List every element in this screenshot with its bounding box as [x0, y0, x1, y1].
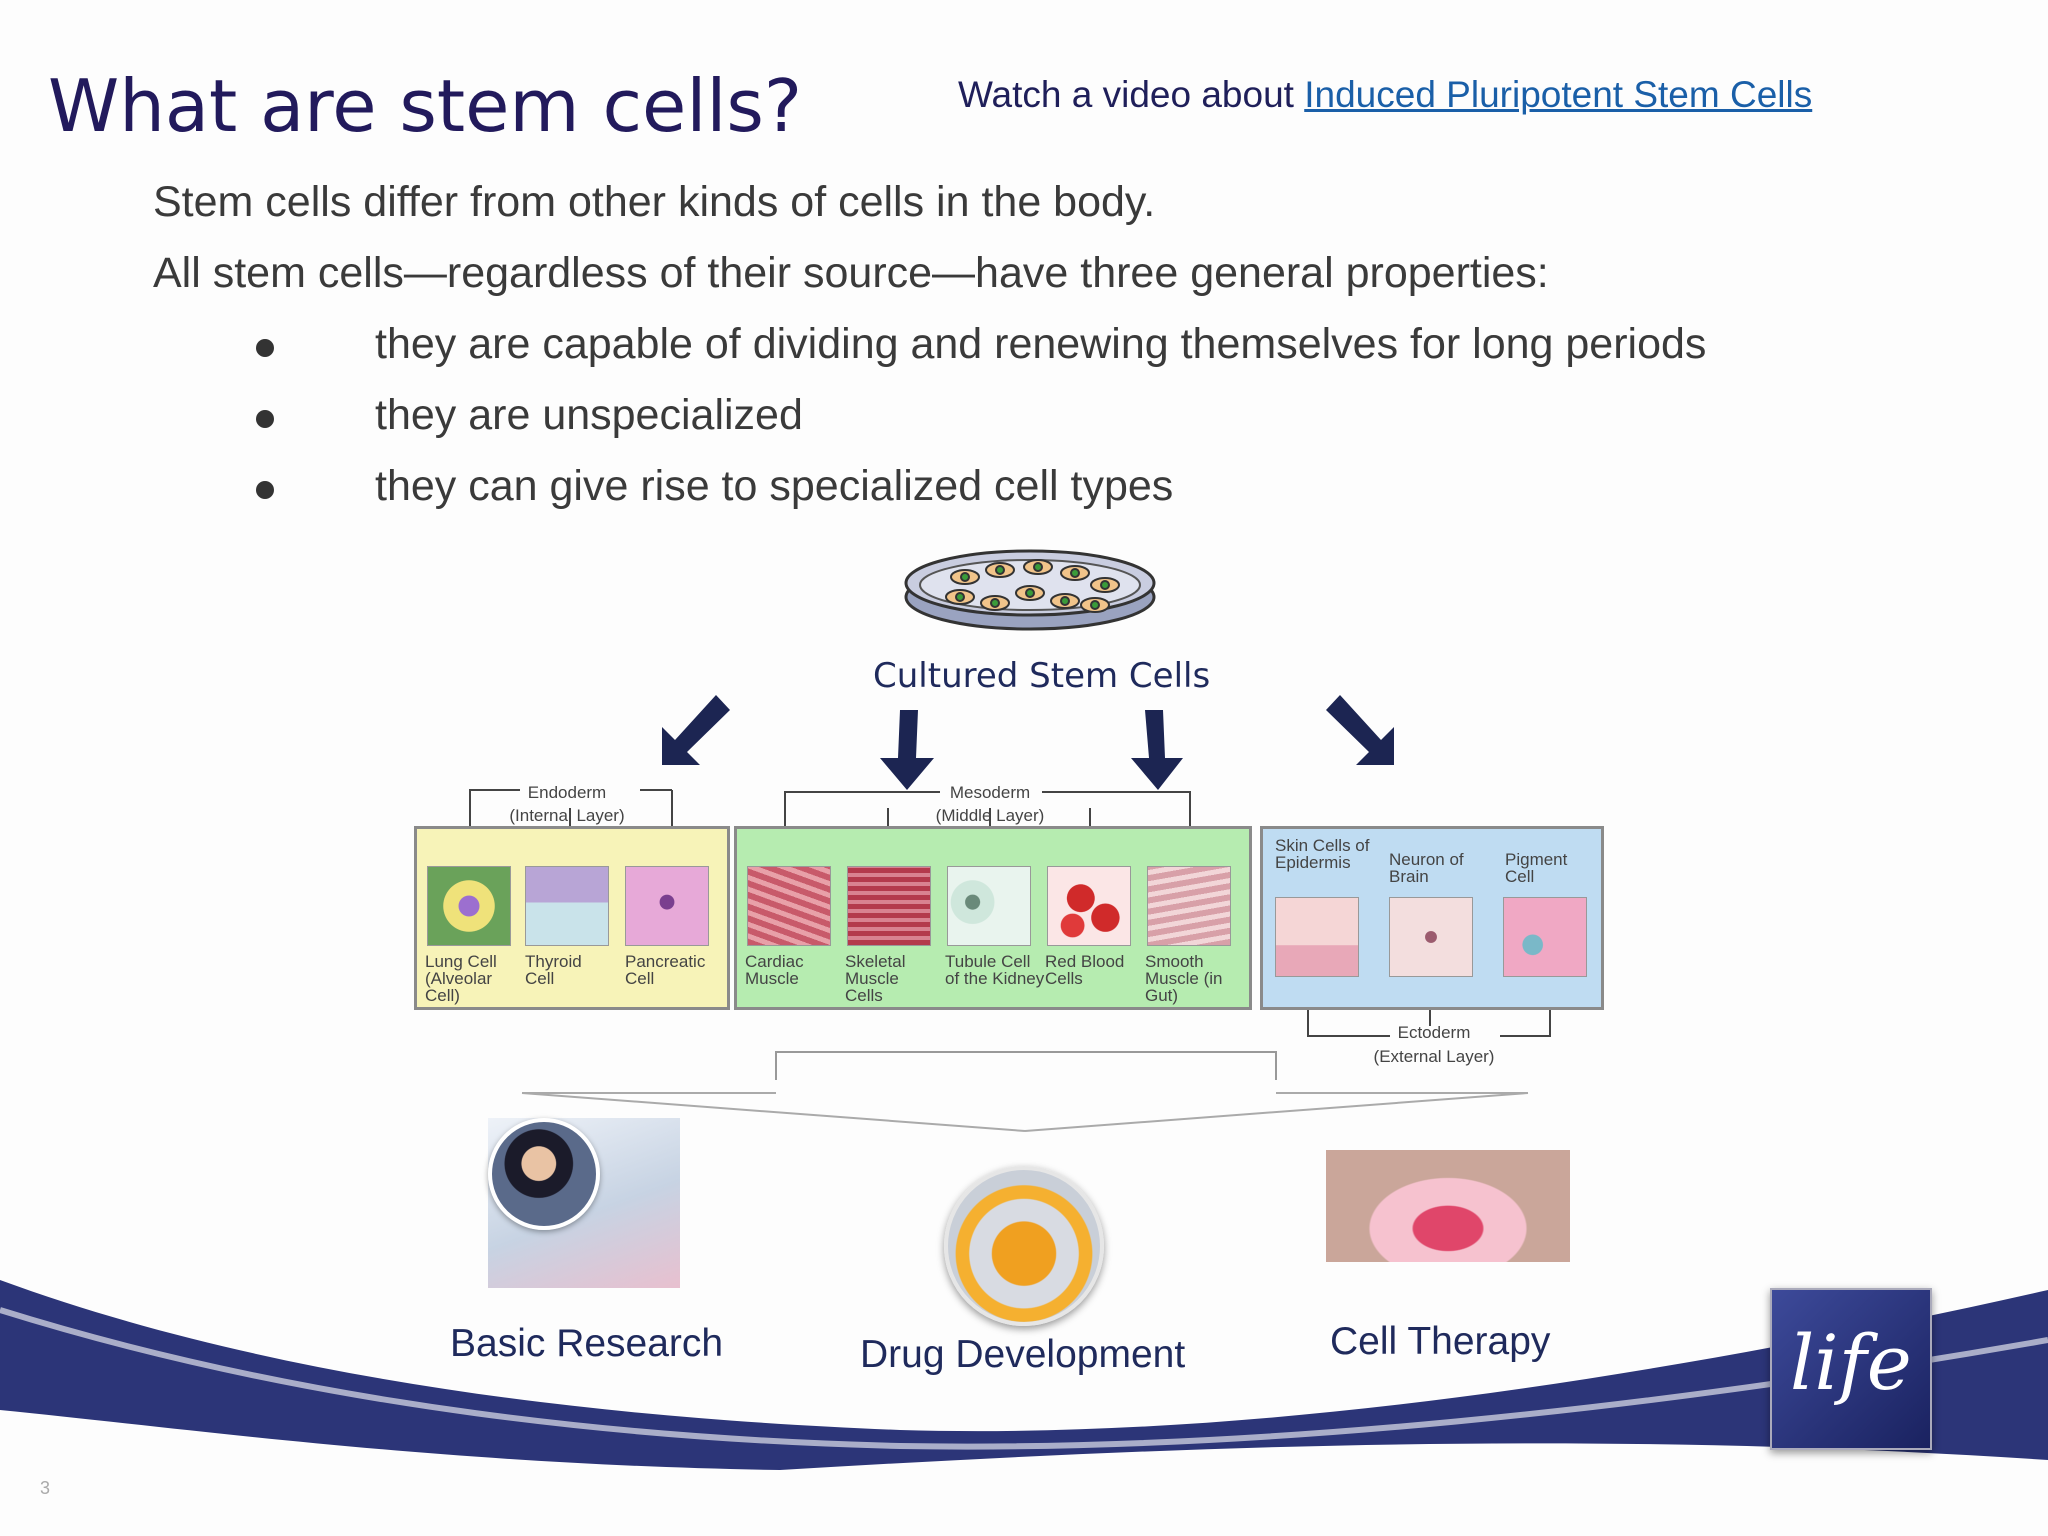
page-number: 3: [40, 1478, 51, 1498]
video-link[interactable]: Induced Pluripotent Stem Cells: [1304, 74, 1813, 115]
neuron-image: [1389, 897, 1473, 977]
skeletal-muscle-image: [847, 866, 931, 946]
intro-line-2: All stem cells—regardless of their sourc…: [153, 249, 1549, 297]
ectoderm-title: Ectoderm: [1397, 1023, 1471, 1042]
kidney-tubule-cell-image: [947, 866, 1031, 946]
endoderm-title: Endoderm: [527, 783, 607, 802]
slide-title: What are stem cells?: [48, 64, 803, 148]
cardiac-muscle-image: [747, 866, 831, 946]
arrow-right-icon: [1326, 695, 1394, 765]
bullet-dot: [256, 410, 274, 428]
basic-research-image: [488, 1118, 680, 1288]
cultured-stem-cells-label: Cultured Stem Cells: [873, 656, 1211, 696]
mesoderm-sub: (Middle Layer): [935, 806, 1045, 825]
arrows: [662, 695, 1394, 790]
cell-label: Thyroid Cell: [525, 952, 582, 988]
logo-text: life: [1790, 1318, 1912, 1407]
cell-label: Smooth Muscle (in Gut): [1145, 952, 1223, 1005]
smooth-muscle-image: [1147, 866, 1231, 946]
video-prefix: Watch a video about: [958, 74, 1305, 115]
funnel-lines: [521, 1092, 1529, 1132]
endoderm-sub: (Internal Layer): [509, 806, 625, 825]
cell-label: Red Blood Cells: [1045, 952, 1125, 988]
bullet-3: they can give rise to specialized cell t…: [375, 462, 1174, 510]
cell-label: Pigment Cell: [1505, 850, 1568, 886]
video-line: Watch a video about Induced Pluripotent …: [958, 74, 1812, 116]
bullet-dot: [256, 339, 274, 357]
bullet-dot: [256, 481, 274, 499]
cell-therapy-label: Cell Therapy: [1330, 1320, 1551, 1363]
red-blood-cells-image: [1047, 866, 1131, 946]
arrow-left-icon: [662, 695, 730, 765]
basic-research-label: Basic Research: [450, 1322, 724, 1365]
arrow-down-icon: [880, 710, 934, 790]
petri-dish-icon: [904, 549, 1156, 631]
lung-cell-image: [427, 866, 511, 946]
pancreatic-cell-image: [625, 866, 709, 946]
mesoderm-title: Mesoderm: [949, 783, 1031, 802]
bullet-1: they are capable of dividing and renewin…: [375, 320, 1707, 368]
arrow-down-icon: [1131, 710, 1183, 790]
bottom-banner: [0, 1280, 2048, 1470]
cell-label: Cardiac Muscle: [745, 952, 804, 988]
drug-development-label: Drug Development: [860, 1333, 1186, 1376]
mesoderm-box: Cardiac Muscle Skeletal Muscle Cells Tub…: [734, 826, 1252, 1010]
ectoderm-sub: (External Layer): [1373, 1047, 1495, 1066]
cell-label: Neuron of Brain: [1389, 850, 1464, 886]
intro-line-1: Stem cells differ from other kinds of ce…: [153, 178, 1156, 226]
pill-bottles-icon: [944, 1166, 1104, 1326]
life-logo: life: [1770, 1288, 1932, 1450]
cell-label: Skin Cells of Epidermis: [1275, 836, 1370, 872]
researcher-icon: [488, 1118, 600, 1230]
cell-label: Lung Cell (Alveolar Cell): [425, 952, 497, 1005]
skin-cells-image: [1275, 897, 1359, 977]
cell-label: Tubule Cell of the Kidney: [945, 952, 1045, 988]
thyroid-cell-image: [525, 866, 609, 946]
bullet-2: they are unspecialized: [375, 391, 803, 439]
cell-therapy-image: [1326, 1150, 1570, 1262]
cell-label: Skeletal Muscle Cells: [845, 952, 906, 1005]
pigment-cell-image: [1503, 897, 1587, 977]
endoderm-box: Lung Cell (Alveolar Cell) Thyroid Cell P…: [414, 826, 730, 1010]
cell-label: Pancreatic Cell: [625, 952, 706, 988]
ectoderm-box: Skin Cells of Epidermis Neuron of Brain …: [1260, 826, 1604, 1010]
